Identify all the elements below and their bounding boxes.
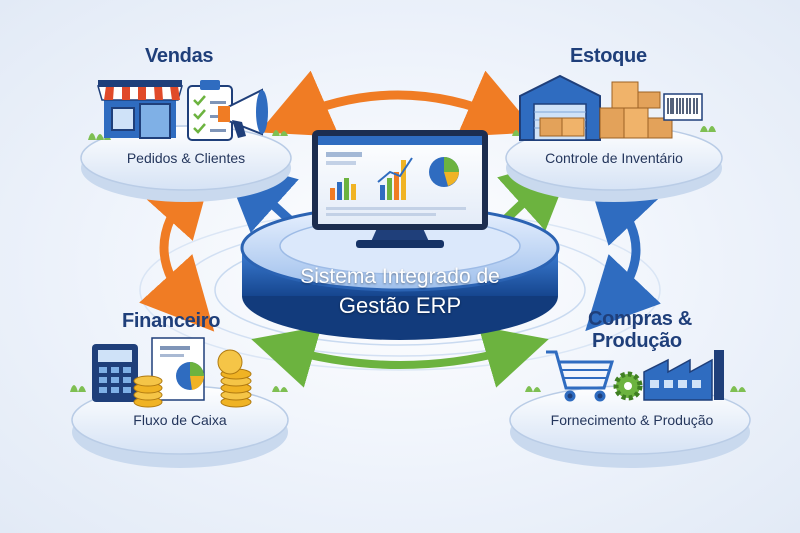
title-vendas: Vendas (145, 45, 213, 68)
storefront-icon (98, 80, 182, 138)
barcode-label-icon (664, 94, 702, 120)
center-title: Sistema Integrado de Gestão ERP (276, 262, 524, 320)
center-title-line2: Gestão ERP (276, 291, 524, 320)
caption-compras: Fornecimento & Produção (534, 412, 730, 428)
caption-estoque: Controle de Inventário (524, 150, 704, 166)
caption-financeiro: Fluxo de Caixa (100, 412, 260, 428)
arrow-estoque-compras (610, 195, 636, 305)
title-compras-line2: Produção (592, 330, 682, 353)
gear-icon (616, 374, 640, 398)
title-financeiro: Financeiro (122, 310, 220, 333)
arrow-vendas-financeiro (164, 190, 190, 305)
title-estoque: Estoque (570, 45, 647, 68)
factory-icon (644, 350, 724, 400)
caption-vendas: Pedidos & Clientes (106, 150, 266, 166)
center-title-line1: Sistema Integrado de (276, 262, 524, 291)
title-compras-line1: Compras & (588, 308, 692, 331)
calculator-icon (92, 344, 138, 402)
arrow-vendas-estoque (292, 95, 504, 118)
